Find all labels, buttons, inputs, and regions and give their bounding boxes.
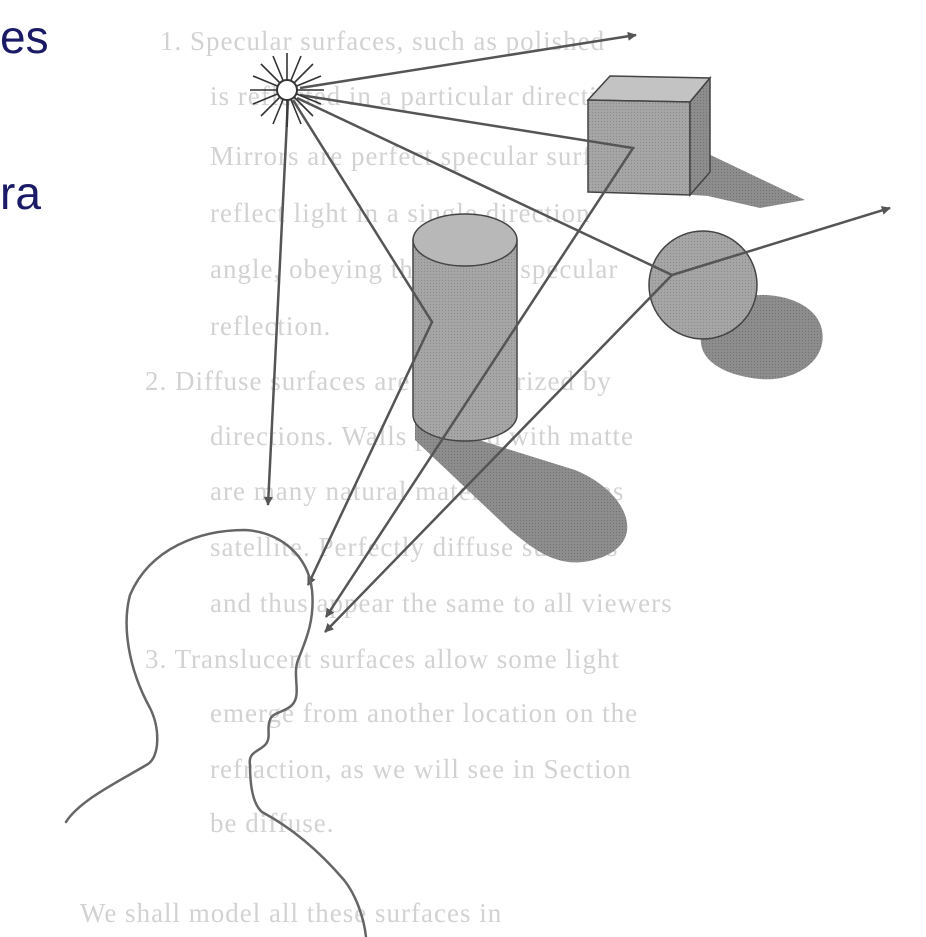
- svg-text:and thus appear the same to al: and thus appear the same to all viewers: [210, 588, 673, 618]
- svg-text:reflect light in a single dire: reflect light in a single direction: [210, 198, 591, 228]
- svg-text:emerge from another location o: emerge from another location on the: [210, 698, 638, 728]
- sphere: [649, 231, 757, 339]
- svg-text:refraction, as we will see in: refraction, as we will see in Section: [210, 754, 632, 784]
- svg-text:be diffuse.: be diffuse.: [210, 808, 334, 838]
- star-burst-icon: [250, 53, 324, 127]
- svg-text:2. Diffuse surfaces are chara: 2. Diffuse surfaces are characterized by: [145, 366, 612, 396]
- svg-text:reflection.: reflection.: [210, 311, 331, 341]
- svg-text:Mirrors are perfect specular s: Mirrors are perfect specular surfaces: [210, 141, 643, 171]
- cube: [588, 76, 710, 195]
- ray-cylinder-to-eye: [293, 100, 432, 585]
- svg-text:3. Translucent surfaces allow: 3. Translucent surfaces allow some light: [145, 644, 620, 674]
- svg-text:We shall model all these surfa: We shall model all these surfaces in: [80, 898, 502, 928]
